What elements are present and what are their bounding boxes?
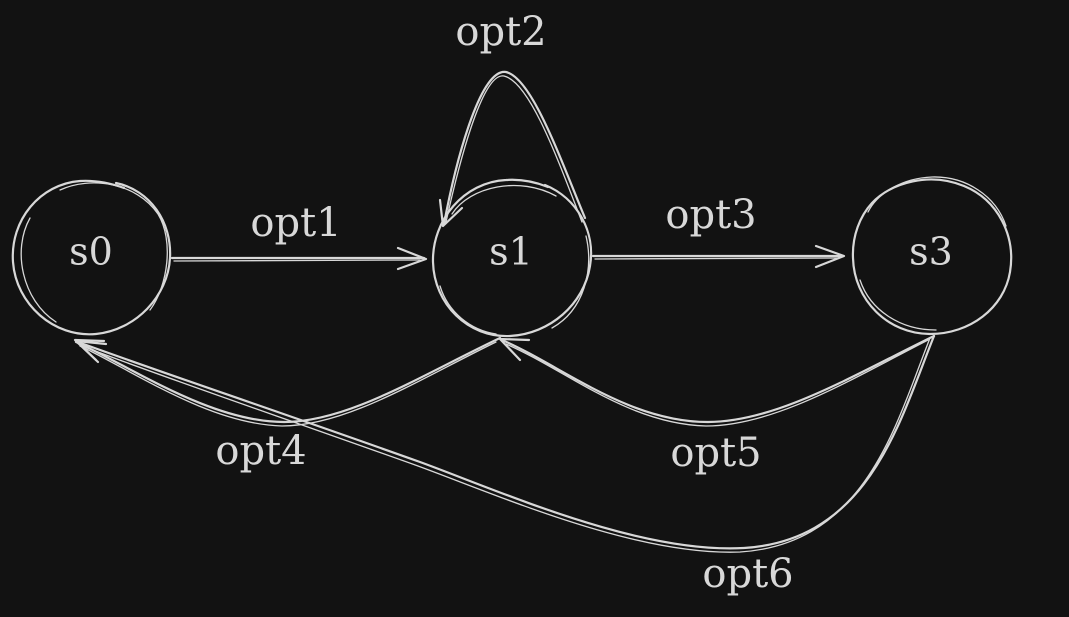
state-s1-circle-sketch [439,184,590,335]
transition-opt4-line-sketch [79,341,497,427]
transition-opt6-arrowhead [74,339,108,364]
state-s0-label: s0 [69,230,113,274]
transition-opt5-line [500,334,936,424]
transition-opt2-line [442,70,587,226]
state-s0[interactable]: s0 [11,179,172,336]
transition-opt6-line-sketch [81,337,931,553]
state-s3-label: s3 [909,230,953,274]
transition-opt5-line-sketch [505,339,929,427]
transition-opt1-arrowhead [396,246,428,271]
transition-opt5-arrowhead [498,337,531,362]
state-s1-label: s1 [489,230,533,274]
state-s3-circle-sketch [859,176,1007,331]
transition-opt4-line [74,336,502,424]
transition-opt1-line-sketch [173,259,421,262]
transition-opt1[interactable]: opt1 [170,200,428,271]
state-s1-circle [431,178,593,338]
state-s3[interactable]: s3 [851,176,1013,336]
state-s3-circle [851,178,1013,336]
transition-opt2-label: opt2 [455,9,546,55]
transition-opt3-arrowhead [814,244,846,269]
transition-opt6-line [76,334,936,550]
transition-opt2-line-sketch [445,75,583,223]
transition-opt3-line-sketch [594,257,839,260]
transition-opt4[interactable]: opt4 [73,336,502,474]
transition-opt6-label: opt6 [702,551,793,597]
state-s0-circle [11,179,172,336]
transition-opt1-label: opt1 [250,200,341,246]
transition-opt4-label: opt4 [215,428,306,474]
transition-opt5[interactable]: opt5 [498,334,936,476]
transition-opt5-label: opt5 [670,430,761,476]
transition-opt3-label: opt3 [665,192,756,238]
transition-opt6[interactable]: opt6 [74,334,936,597]
state-s0-circle-sketch [20,182,168,323]
state-s1[interactable]: s1 [431,178,593,338]
transition-opt2[interactable]: opt2 [438,9,587,228]
transition-opt2-arrowhead [438,198,464,228]
transition-opt3[interactable]: opt3 [591,192,846,269]
